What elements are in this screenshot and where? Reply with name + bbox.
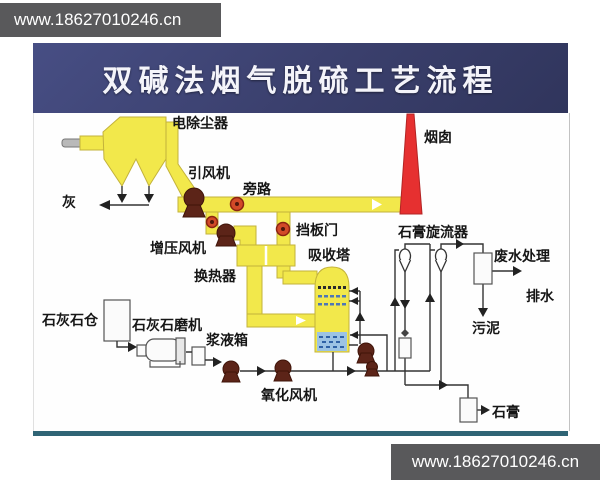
label-sludge: 污泥 <box>472 320 500 337</box>
id-fan-shape <box>182 187 206 218</box>
label-esp: 电除尘器 <box>172 115 229 132</box>
watermark-banner-top: www.18627010246.cn <box>0 3 221 37</box>
wastewater-box-shape <box>473 252 493 285</box>
label-booster-fan: 增压风机 <box>150 240 206 257</box>
watermark-url-top: www.18627010246.cn <box>14 10 182 29</box>
filter-feed-box-shape <box>398 337 412 359</box>
flow-arrows <box>99 194 522 415</box>
underflow-valve-shape <box>401 329 409 337</box>
slurry-pump-shape <box>221 360 241 383</box>
booster-outlet-duct <box>233 225 257 248</box>
slide-title-band: 双碱法烟气脱硫工艺流程 <box>33 43 568 113</box>
oxidation-fan-shape <box>273 359 293 382</box>
label-id-fan: 引风机 <box>188 165 230 182</box>
watermark-banner-bottom: www.18627010246.cn <box>391 444 600 480</box>
label-gypsum-cyclone: 石膏旋流器 <box>397 224 469 241</box>
bypass-valve-shape <box>229 196 245 212</box>
absorber-tower-shape <box>314 266 350 353</box>
esp-shape <box>102 116 167 188</box>
label-absorber: 吸收塔 <box>308 247 351 264</box>
label-slurry-tank: 浆液箱 <box>206 332 248 349</box>
piping-lines <box>103 186 514 411</box>
label-wastewater: 废水处理 <box>494 248 550 265</box>
booster-fan-shape <box>215 223 237 247</box>
chimney-shape <box>399 113 423 215</box>
booster-valve-shape <box>205 215 219 229</box>
spray-bands <box>318 295 346 306</box>
label-damper: 挡板门 <box>296 222 338 239</box>
damper-valve-shape <box>275 221 291 237</box>
gypsum-box-shape <box>459 397 478 423</box>
duct-flow-arrows <box>296 199 382 325</box>
slide-title: 双碱法烟气脱硫工艺流程 <box>102 65 499 98</box>
heat-exchanger-shape <box>236 244 296 267</box>
label-limestone-mill: 石灰石磨机 <box>131 317 202 334</box>
cyclone-1-shape <box>398 248 412 274</box>
slurry-tank-shape <box>191 346 206 366</box>
label-drainage: 排水 <box>526 288 555 305</box>
label-heat-exchanger: 换热器 <box>194 268 237 285</box>
mist-eliminator-band <box>318 286 346 289</box>
label-chimney: 烟囱 <box>424 129 452 146</box>
label-ash: 灰 <box>62 194 76 211</box>
main-flue-duct <box>177 196 407 213</box>
label-oxidation-fan: 氧化风机 <box>260 387 317 404</box>
cyclone-2-shape <box>434 248 448 274</box>
transfer-pump-shape <box>364 361 380 377</box>
slide-footer-bar <box>33 431 568 436</box>
slurry-pool <box>317 332 347 351</box>
ball-mill-shape <box>136 337 186 368</box>
label-bypass: 旁路 <box>242 181 272 198</box>
esp-inlet-pipe <box>61 135 109 151</box>
label-limestone-silo: 石灰石仓 <box>41 312 99 329</box>
hx-to-absorber-duct <box>276 265 318 285</box>
watermark-url-bottom: www.18627010246.cn <box>411 452 580 471</box>
absorber-inlet-duct <box>246 265 318 328</box>
limestone-silo-shape <box>103 299 131 342</box>
label-gypsum: 石膏 <box>491 404 520 421</box>
circulation-pump-shape <box>356 342 376 364</box>
